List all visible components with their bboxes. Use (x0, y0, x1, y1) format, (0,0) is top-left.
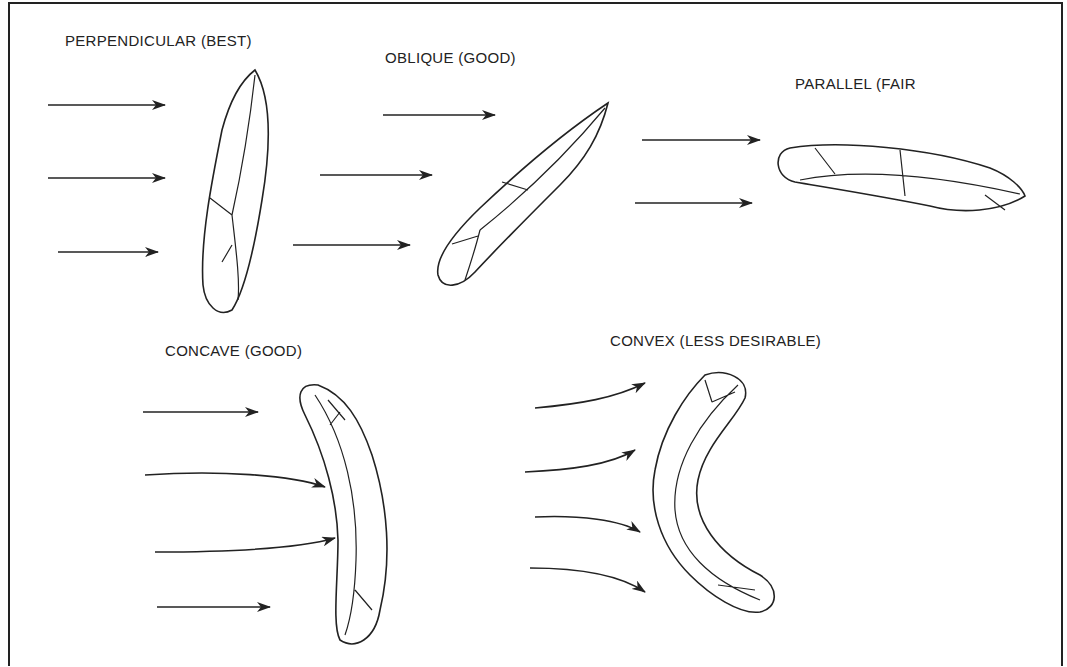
tree-lines (210, 75, 255, 300)
tree-lines (675, 380, 760, 600)
tree-lines (315, 395, 372, 635)
wind-arrows (525, 383, 645, 592)
wind-arrows (293, 115, 495, 245)
windbreak-concave (300, 385, 387, 644)
tree-lines (800, 148, 1020, 210)
windbreak-oblique (438, 103, 608, 285)
windbreak-parallel (778, 145, 1025, 211)
windbreak-convex (653, 373, 774, 613)
windbreak-perpendicular (203, 70, 269, 312)
wind-arrows (635, 140, 760, 203)
orientation-label: CONCAVE (GOOD) (165, 343, 302, 360)
wind-arrows (48, 105, 165, 252)
orientation-label: PARALLEL (FAIR (795, 76, 916, 93)
orientation-label: OBLIQUE (GOOD) (385, 50, 516, 67)
frame (9, 3, 1062, 666)
orientation-label: CONVEX (LESS DESIRABLE) (610, 333, 821, 350)
tree-lines (452, 108, 605, 280)
wind-arrows (143, 412, 335, 607)
orientation-label: PERPENDICULAR (BEST) (65, 33, 252, 50)
